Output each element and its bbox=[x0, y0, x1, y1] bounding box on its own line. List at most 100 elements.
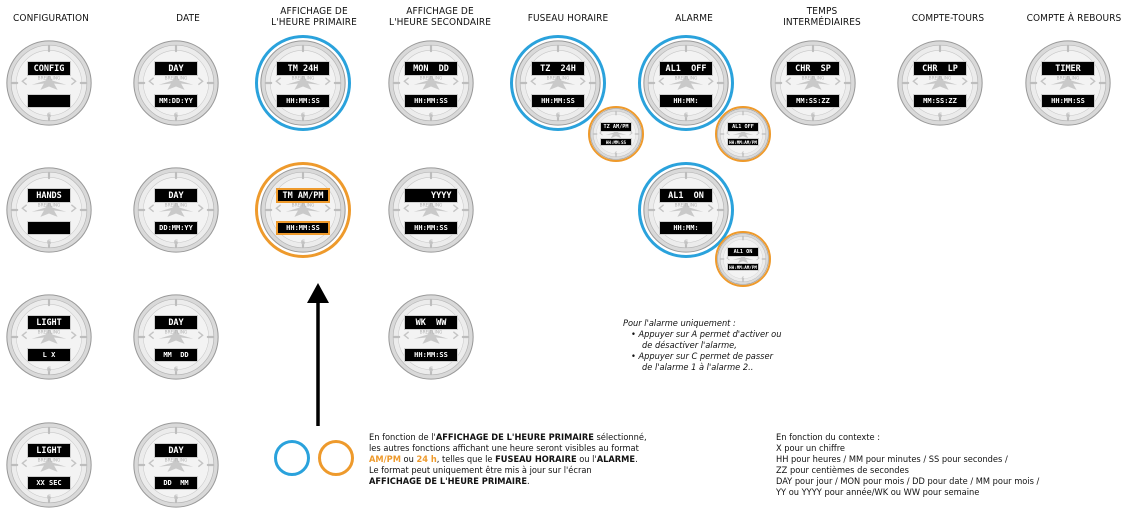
watch-dial-icon: BREITLING 6 bbox=[133, 167, 219, 253]
lcd-top-line: WK WW bbox=[404, 315, 458, 330]
svg-text:6: 6 bbox=[174, 365, 179, 373]
svg-text:BREITLING: BREITLING bbox=[929, 76, 952, 82]
watch-dial-icon: BREITLING 6 bbox=[388, 167, 474, 253]
svg-text:BREITLING: BREITLING bbox=[38, 330, 61, 336]
lcd-top-line: TIMER bbox=[1041, 61, 1095, 76]
watch-face-sec-2: BREITLING 6 YYYY HH:MM:SS bbox=[388, 167, 474, 253]
watch-face-config-2: BREITLING 6 HANDS bbox=[6, 167, 92, 253]
svg-text:BREITLING: BREITLING bbox=[38, 458, 61, 464]
svg-text:6: 6 bbox=[938, 111, 943, 119]
watch-dial-icon: BREITLING 6 bbox=[260, 167, 346, 253]
watch-dial-icon: BREITLING 6 bbox=[260, 40, 346, 126]
svg-text:BREITLING: BREITLING bbox=[38, 76, 61, 82]
watch-face-tz: BREITLING 6 TZ 24H HH:MM:SS bbox=[510, 35, 606, 131]
svg-text:6: 6 bbox=[742, 276, 745, 281]
lcd-top-line: YYYY bbox=[404, 188, 458, 203]
lcd-top-line: TZ 24H bbox=[531, 61, 585, 76]
lcd-top-line: TM 24H bbox=[276, 61, 330, 76]
svg-text:6: 6 bbox=[615, 151, 618, 156]
lcd-top-line: HANDS bbox=[27, 188, 71, 203]
watch-dial-icon: BREITLING 6 bbox=[388, 40, 474, 126]
svg-text:6: 6 bbox=[1066, 111, 1071, 119]
lcd-top-line: TZ AM/PM bbox=[600, 122, 632, 132]
svg-text:6: 6 bbox=[742, 151, 745, 156]
lcd-top-line: LIGHT bbox=[27, 443, 71, 458]
watch-dial-icon: BREITLING 6 bbox=[1025, 40, 1111, 126]
svg-text:6: 6 bbox=[47, 238, 52, 246]
lcd-bottom-line: HH:MM:SS bbox=[531, 94, 585, 108]
svg-text:BREITLING: BREITLING bbox=[675, 203, 698, 209]
format-note: En fonction de l'AFFICHAGE DE L'HEURE PR… bbox=[369, 432, 647, 487]
lcd-top-line: MON DD bbox=[404, 61, 458, 76]
svg-text:6: 6 bbox=[429, 238, 434, 246]
header-primary-time: AFFICHAGE DE L'HEURE PRIMAIRE bbox=[271, 6, 357, 28]
lcd-bottom-line: MM DD bbox=[154, 348, 198, 362]
svg-text:BREITLING: BREITLING bbox=[675, 76, 698, 82]
watch-dial-icon: BREITLING 6 bbox=[133, 294, 219, 380]
lcd-bottom-line: HH:MM:AM/PM bbox=[727, 263, 759, 271]
watch-face-date-3: BREITLING 6 DAY MM DD bbox=[133, 294, 219, 380]
lcd-top-line: DAY bbox=[154, 315, 198, 330]
lcd-bottom-line: HH:MM:AM/PM bbox=[727, 138, 759, 146]
lcd-top-line: CHR SP bbox=[786, 61, 840, 76]
header-configuration: CONFIGURATION bbox=[13, 13, 89, 24]
lcd-bottom-line: HH:MM:SS bbox=[600, 138, 632, 146]
watch-sub-tz-sub: BREITLING 6 TZ AM/PM HH:MM:SS bbox=[588, 106, 644, 162]
watch-dial-icon: BREITLING 6 bbox=[515, 40, 601, 126]
watch-dial-icon: BREITLING 6 bbox=[590, 108, 642, 160]
lcd-top-line: CHR LP bbox=[913, 61, 967, 76]
watch-face-config-3: BREITLING 6 LIGHT L X bbox=[6, 294, 92, 380]
lcd-bottom-line: HH:MM: bbox=[659, 221, 713, 235]
lcd-bottom-line: HH:MM:SS bbox=[404, 221, 458, 235]
lcd-bottom-line: HH:MM:SS bbox=[1041, 94, 1095, 108]
watch-dial-icon: BREITLING 6 bbox=[897, 40, 983, 126]
svg-text:BREITLING: BREITLING bbox=[292, 76, 315, 82]
header-alarm: ALARME bbox=[675, 13, 713, 24]
header-countdown: COMPTE À REBOURS bbox=[1026, 13, 1122, 24]
lcd-bottom-line: HH:MM:SS bbox=[276, 94, 330, 108]
svg-text:BREITLING: BREITLING bbox=[802, 76, 825, 82]
watch-dial-icon: BREITLING 6 bbox=[6, 167, 92, 253]
lcd-bottom-line: MM:SS:ZZ bbox=[913, 94, 967, 108]
watch-face-al2: BREITLING 6 AL1 ON HH:MM: bbox=[638, 162, 734, 258]
watch-dial-icon: BREITLING 6 bbox=[388, 294, 474, 380]
lcd-top-line: LIGHT bbox=[27, 315, 71, 330]
svg-text:6: 6 bbox=[174, 493, 179, 501]
svg-text:6: 6 bbox=[301, 111, 306, 119]
lcd-bottom-line: DD MM bbox=[154, 476, 198, 490]
svg-text:BREITLING: BREITLING bbox=[165, 330, 188, 336]
svg-text:BREITLING: BREITLING bbox=[547, 76, 570, 82]
lcd-top-line: CONFIG bbox=[27, 61, 71, 76]
svg-text:6: 6 bbox=[429, 365, 434, 373]
lcd-top-line: DAY bbox=[154, 443, 198, 458]
svg-text:6: 6 bbox=[47, 365, 52, 373]
lcd-bottom-line: L X bbox=[27, 348, 71, 362]
watch-dial-icon: BREITLING 6 bbox=[6, 422, 92, 508]
svg-text:BREITLING: BREITLING bbox=[165, 76, 188, 82]
watch-dial-icon: BREITLING 6 bbox=[717, 108, 769, 160]
watch-dial-icon: BREITLING 6 bbox=[6, 40, 92, 126]
lcd-top-line: AL1 ON bbox=[659, 188, 713, 203]
svg-text:6: 6 bbox=[174, 111, 179, 119]
lcd-bottom-line: MM:DD:YY bbox=[154, 94, 198, 108]
svg-text:6: 6 bbox=[174, 238, 179, 246]
blue-circle-legend-icon bbox=[274, 440, 310, 476]
svg-text:BREITLING: BREITLING bbox=[165, 203, 188, 209]
header-date: DATE bbox=[176, 13, 200, 24]
svg-text:6: 6 bbox=[47, 111, 52, 119]
svg-text:BREITLING: BREITLING bbox=[38, 203, 61, 209]
header-timezone: FUSEAU HORAIRE bbox=[527, 13, 609, 24]
orange-circle-legend-icon bbox=[318, 440, 354, 476]
svg-text:BREITLING: BREITLING bbox=[1057, 76, 1080, 82]
lcd-bottom-line: HH:MM:SS bbox=[404, 348, 458, 362]
watch-dial-icon: BREITLING 6 bbox=[133, 40, 219, 126]
svg-text:6: 6 bbox=[811, 111, 816, 119]
svg-text:6: 6 bbox=[684, 238, 689, 246]
svg-text:BREITLING: BREITLING bbox=[292, 203, 315, 209]
